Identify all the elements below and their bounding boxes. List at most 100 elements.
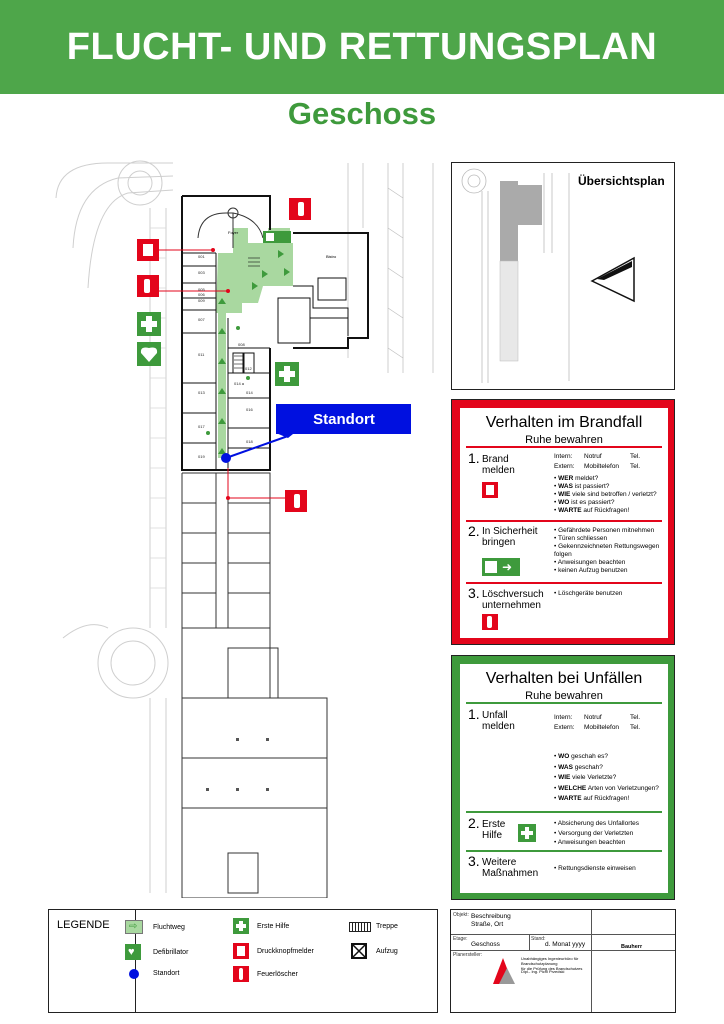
fire-title: Verhalten im Brandfall — [485, 414, 643, 431]
floor-plan: Standort Foyer Bistro 001 003 005 009 00… — [48, 158, 438, 899]
etage-value: Geschoss — [471, 941, 500, 948]
fire-instructions-panel: Verhalten im Brandfall Ruhe bewahren 1. … — [451, 399, 675, 645]
floor-plan-drawing: Standort Foyer Bistro 001 003 005 009 00… — [55, 160, 434, 899]
contact-name: Notruf — [584, 714, 602, 721]
stairs-icon — [349, 922, 371, 932]
contact-name: Notruf — [584, 453, 602, 460]
etage-label: Etage: — [453, 936, 468, 942]
room-number: 012 — [245, 366, 252, 371]
question-list: • WO geschah es? • WAS geschah? • WIE vi… — [554, 753, 659, 802]
legend-item-fluchtweg: Fluchtweg — [153, 924, 185, 931]
extinguisher-icon — [137, 275, 159, 297]
contact-tel: Tel. — [630, 724, 641, 731]
legend-panel: LEGENDE ⇨ Fluchtweg ♥ Defibrillator Stan… — [48, 909, 438, 1013]
step-number: 3. — [468, 853, 480, 869]
first-aid-icon — [233, 918, 249, 934]
divider — [135, 910, 136, 1012]
divider — [466, 446, 662, 448]
room-number: 001 — [198, 254, 205, 259]
room-number: 011 — [198, 352, 205, 357]
overview-panel: Übersichtsplan — [451, 162, 675, 390]
extinguisher-icon — [285, 490, 307, 512]
alarm-button-icon — [137, 239, 159, 261]
title-banner: FLUCHT- UND RETTUNGSPLAN — [0, 0, 724, 94]
planersteller-label: Planersteller: — [453, 952, 483, 958]
legend-item-defibrillator: Defibrillator — [153, 949, 189, 956]
accident-subtitle: Ruhe bewahren — [525, 690, 603, 702]
first-aid-icon — [275, 362, 299, 386]
defibrillator-icon: ♥ — [125, 944, 141, 960]
standort-icon — [129, 969, 139, 979]
first-aid-icon — [137, 312, 161, 336]
legend-item-feuerloescher: Feuerlöscher — [257, 971, 298, 978]
extinguisher-icon — [233, 966, 249, 982]
extinguisher-icon — [482, 614, 498, 630]
alarm-button-icon — [233, 943, 249, 959]
room-number: 019 — [198, 454, 205, 459]
company-logo — [493, 958, 515, 984]
bauherr-label: Bauherr — [621, 944, 643, 950]
standort-marker — [221, 453, 231, 463]
divider — [466, 702, 662, 704]
legend-title: LEGENDE — [57, 919, 110, 931]
room-number: 018 — [246, 439, 253, 444]
contact-label: Extern: — [554, 463, 575, 470]
stand-label: Stand: — [531, 936, 546, 942]
contact-label: Extern: — [554, 724, 575, 731]
instruction-list: • Gefährdete Personen mitnehmen • Türen … — [554, 527, 660, 574]
contact-tel: Tel. — [630, 714, 641, 721]
room-label: Bistro — [326, 254, 337, 259]
step-number: 2. — [468, 815, 480, 831]
question-list: • WER meldet? • WAS ist passiert? • WIE … — [554, 475, 657, 514]
room-number: 017 — [198, 424, 205, 429]
legend-item-erste-hilfe: Erste Hilfe — [257, 923, 290, 930]
standort-callout — [276, 404, 411, 434]
accident-instructions-panel: Verhalten bei Unfällen Ruhe bewahren 1. … — [451, 655, 675, 900]
accident-title: Verhalten bei Unfällen — [485, 670, 643, 687]
engineer-name: Dipl.- Ing. Pichl Przedski — [521, 969, 565, 974]
defibrillator-icon — [137, 342, 161, 366]
alarm-button-icon — [482, 482, 498, 498]
step-number: 1. — [468, 450, 480, 466]
contact-name: Mobiltelefon — [584, 463, 620, 470]
floor-subtitle: Geschoss — [287, 96, 437, 131]
contact-name: Mobiltelefon — [584, 724, 620, 731]
divider — [466, 850, 662, 852]
step-number: 3. — [468, 585, 480, 601]
first-aid-icon — [518, 824, 536, 842]
escape-route-icon: ⇨ — [125, 920, 143, 934]
instruction-list: • Absicherung des Unfallortes • Versorgu… — [554, 820, 640, 846]
exit-sign-icon: ➜ — [482, 558, 520, 576]
page-title: FLUCHT- UND RETTUNGSPLAN — [66, 26, 658, 68]
step-number: 1. — [468, 706, 480, 722]
legend-item-standort: Standort — [153, 970, 180, 977]
elevator-icon — [351, 943, 367, 959]
contact-label: Intern: — [554, 714, 573, 721]
stand-value: d. Monat yyyy — [545, 941, 586, 948]
objekt-label: Objekt: — [453, 912, 469, 918]
legend-item-treppe: Treppe — [376, 923, 398, 930]
overview-title: Übersichtsplan — [578, 174, 665, 188]
company-text: Unabhängiges Ingenieurbüro für Brandschu… — [521, 956, 583, 971]
room-number: 014 a — [234, 381, 245, 386]
room-number: 005 — [198, 287, 205, 292]
room-number: 009 — [198, 298, 205, 303]
step-number: 2. — [468, 523, 480, 539]
room-number: 013 — [198, 390, 205, 395]
divider — [466, 520, 662, 522]
overview-map — [461, 168, 635, 383]
standort-label: Standort — [313, 411, 375, 428]
room-number: 016 — [246, 407, 253, 412]
room-number: 003 — [198, 270, 205, 275]
instruction-list: • Löschgeräte benutzen — [554, 590, 623, 597]
legend-item-druckknopfmelder: Druckknopfmelder — [257, 948, 314, 955]
contact-tel: Tel. — [630, 463, 641, 470]
